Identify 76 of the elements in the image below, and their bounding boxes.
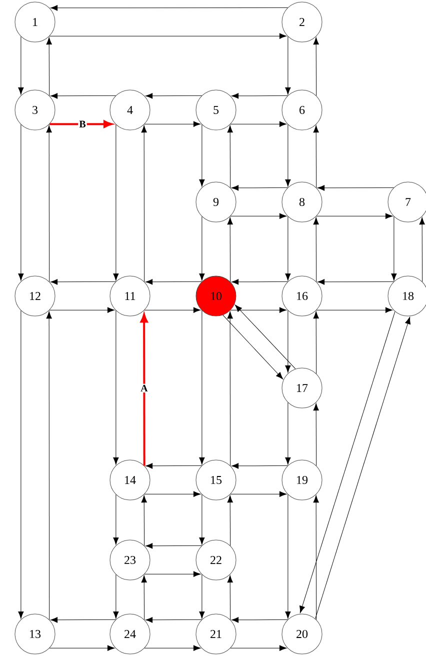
- arrow: [230, 213, 287, 219]
- arrow: [230, 645, 287, 651]
- arrow: [315, 316, 410, 619]
- arrow: [313, 125, 319, 188]
- arrow: [313, 311, 319, 374]
- arrow: [227, 125, 233, 188]
- arrow: [199, 574, 205, 619]
- arrow: [317, 279, 394, 285]
- arrow: [227, 495, 233, 546]
- arrow: [227, 575, 233, 620]
- arrow: [313, 217, 319, 282]
- arrow: [313, 495, 319, 620]
- arrow: [49, 307, 115, 313]
- arrow: [50, 279, 116, 285]
- arrow: [50, 617, 116, 623]
- arrow: [300, 311, 396, 614]
- arrow: [230, 121, 287, 127]
- arrow: [231, 279, 288, 285]
- arrow: [18, 310, 24, 619]
- arrow: [234, 304, 296, 370]
- arrow: [141, 495, 147, 546]
- arrow: [199, 124, 205, 187]
- arrow: [285, 494, 291, 619]
- arrow: [144, 121, 201, 127]
- arrow: [50, 120, 112, 128]
- arrow: [227, 217, 233, 282]
- arrow: [141, 575, 147, 620]
- arrow: [113, 494, 119, 545]
- arrow: [317, 185, 394, 191]
- arrow: [18, 124, 24, 281]
- arrow: [285, 36, 291, 95]
- arrow: [199, 494, 205, 545]
- arrow: [285, 216, 291, 281]
- arrow: [145, 543, 202, 549]
- arrow: [391, 216, 397, 281]
- arrow: [313, 37, 319, 96]
- arrow: [145, 279, 202, 285]
- arrow: [144, 645, 201, 651]
- arrow: [144, 307, 201, 313]
- arrow: [50, 5, 288, 11]
- arrow: [231, 617, 288, 623]
- arrow: [419, 217, 425, 282]
- arrow: [231, 185, 288, 191]
- arrow: [285, 124, 291, 187]
- arrow: [49, 33, 287, 39]
- arrow: [46, 37, 52, 96]
- arrow: [141, 125, 147, 282]
- arrow: [313, 403, 319, 466]
- arrow: [285, 402, 291, 465]
- arrow: [49, 645, 115, 651]
- arrow: [145, 463, 202, 469]
- edge-label: A: [140, 384, 149, 392]
- arrow: [199, 216, 205, 281]
- arrow: [144, 571, 201, 577]
- arrow: [230, 491, 287, 497]
- arrow: [46, 125, 52, 282]
- arrow: [113, 124, 119, 281]
- arrow: [113, 574, 119, 619]
- edge-label: B: [78, 120, 87, 128]
- arrow: [231, 93, 288, 99]
- arrow: [18, 36, 24, 95]
- arrow: [145, 617, 202, 623]
- arrow: [145, 93, 202, 99]
- arrow: [113, 310, 119, 465]
- arrow: [222, 314, 284, 380]
- arrow: [227, 311, 233, 466]
- arrow: [231, 463, 288, 469]
- arrow: [46, 311, 52, 620]
- arrow: [285, 310, 291, 373]
- arrow: [316, 213, 393, 219]
- arrow: [50, 93, 116, 99]
- arrow: [199, 310, 205, 465]
- arrow: [140, 314, 148, 466]
- arrow: [144, 491, 201, 497]
- arrow: [316, 307, 393, 313]
- arrow: [230, 307, 287, 313]
